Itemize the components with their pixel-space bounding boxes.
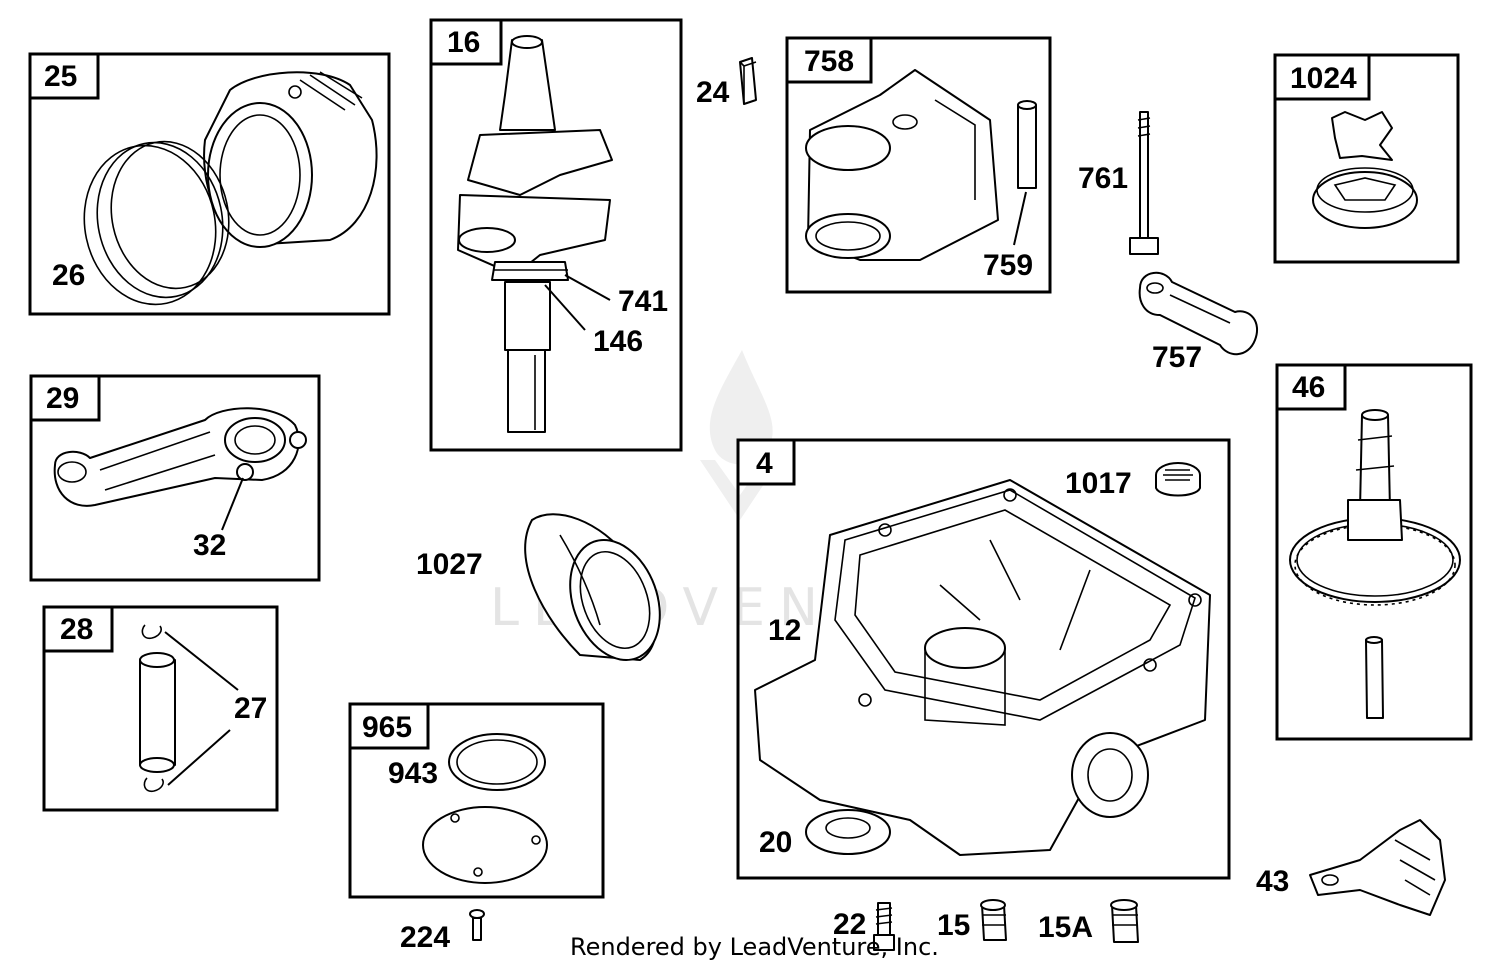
group-29: 29 32 <box>29 374 321 582</box>
crankshaft-drawing <box>457 35 613 433</box>
label-43: 43 <box>1256 865 1289 898</box>
label-761: 761 <box>1078 162 1128 195</box>
group-tag: 29 <box>46 382 79 415</box>
label-757: 757 <box>1152 341 1202 374</box>
group-tag: 46 <box>1292 371 1325 404</box>
label-26: 26 <box>52 259 85 292</box>
group-4: 4 1017 12 20 <box>736 438 1231 880</box>
label-15A: 15A <box>1038 911 1093 944</box>
group-46: 46 <box>1275 363 1473 741</box>
group-tag: 758 <box>804 45 854 78</box>
leader-759 <box>1013 191 1027 246</box>
camshaft-drawing <box>1289 409 1461 719</box>
part-15: 15 <box>937 899 1007 942</box>
group-25: 25 26 <box>28 52 391 316</box>
credit-text: Rendered by LeadVenture, Inc. <box>570 933 939 961</box>
group-tag: 4 <box>756 447 773 480</box>
label-146: 146 <box>593 325 643 358</box>
label-27: 27 <box>234 692 267 725</box>
part-757: 757 <box>1138 272 1258 374</box>
label-1017: 1017 <box>1065 467 1132 500</box>
label-759: 759 <box>983 249 1033 282</box>
breather-1017-drawing <box>1155 462 1201 497</box>
group-758: 758 759 <box>785 36 1052 294</box>
label-12: 12 <box>768 614 801 647</box>
group-16: 16 741 146 <box>429 18 683 452</box>
sump-drawing <box>754 479 1211 856</box>
part-1027: 1027 <box>416 513 661 662</box>
label-943: 943 <box>388 757 438 790</box>
piston-drawing <box>203 71 378 248</box>
part-224: 224 <box>400 909 485 954</box>
group-1024: 1024 <box>1273 53 1460 264</box>
bracket-drawing <box>805 69 999 261</box>
leader-741 <box>564 274 611 301</box>
label-15: 15 <box>937 909 970 942</box>
oil-pump-rotor-drawing <box>1312 111 1418 229</box>
part-24: 24 <box>696 57 757 109</box>
connecting-rod-drawing <box>53 407 307 507</box>
label-224: 224 <box>400 921 450 954</box>
group-965: 965 943 <box>348 702 605 899</box>
label-24: 24 <box>696 76 730 109</box>
group-tag: 25 <box>44 60 77 93</box>
label-22: 22 <box>833 908 866 941</box>
part-22: 22 <box>833 902 895 951</box>
part-43: 43 <box>1256 819 1446 916</box>
group-tag: 16 <box>447 26 480 59</box>
piston-rings-drawing <box>83 140 230 306</box>
pin-759-drawing <box>1017 100 1037 189</box>
leader-146 <box>544 284 586 331</box>
group-tag: 28 <box>60 613 93 646</box>
group-tag: 1024 <box>1290 62 1357 95</box>
label-32: 32 <box>193 529 226 562</box>
wrist-pin-drawing <box>139 624 176 793</box>
cover-plate-drawing <box>422 806 548 884</box>
part-761: 761 <box>1078 111 1159 255</box>
label-741: 741 <box>618 285 668 318</box>
leader-27a <box>164 631 239 691</box>
leader-32 <box>221 477 244 531</box>
gasket-drawing <box>448 733 546 791</box>
group-tag: 965 <box>362 711 412 744</box>
group-28: 28 27 <box>42 605 279 812</box>
label-1027: 1027 <box>416 548 483 581</box>
seal-20-drawing <box>805 809 891 855</box>
part-15A: 15A <box>1038 899 1139 944</box>
leader-27b <box>167 729 231 786</box>
label-20: 20 <box>759 826 792 859</box>
